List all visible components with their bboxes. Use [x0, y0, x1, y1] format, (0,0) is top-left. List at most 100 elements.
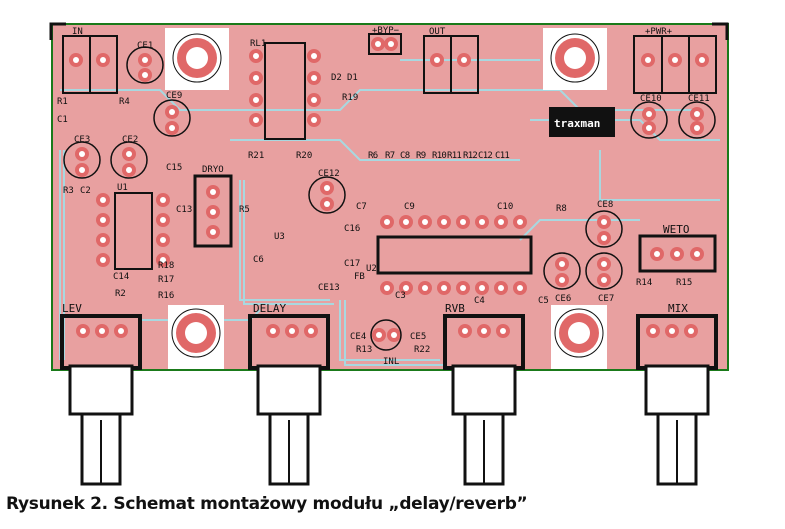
pads: [69, 37, 709, 342]
label-mix: MIX: [668, 302, 688, 315]
label-delay: DELAY: [253, 302, 286, 315]
pad-hole: [253, 117, 259, 123]
label-c2: C2: [80, 186, 91, 196]
pad-hole: [100, 257, 106, 263]
label-r11: R11: [447, 151, 461, 161]
label-c16: C16: [344, 224, 360, 234]
label-u2: U2: [366, 264, 377, 274]
pad-hole: [376, 332, 382, 338]
pad-hole: [688, 328, 694, 334]
pad-hole: [498, 285, 504, 291]
electrolytic-capacitors: [63, 46, 716, 351]
pot-lev-bushing: [68, 364, 134, 416]
label-c7: C7: [356, 202, 367, 212]
connector-outlines: [62, 33, 717, 275]
figure-caption: Rysunek 2. Schemat montażowy modułu „del…: [6, 494, 528, 514]
pad-hole: [126, 151, 132, 157]
label-u3: U3: [274, 232, 285, 242]
pad-hole: [308, 328, 314, 334]
pad-hole: [559, 277, 565, 283]
pad-hole: [270, 328, 276, 334]
label-c12: C12: [478, 151, 492, 161]
pad-hole: [142, 72, 148, 78]
label-ce11: CE11: [688, 94, 710, 104]
pad-hole: [391, 332, 397, 338]
label-c14: C14: [113, 272, 129, 282]
label-rl1: RL1: [250, 39, 266, 49]
label-r2: R2: [115, 289, 126, 299]
label-rvb: RVB: [445, 302, 465, 315]
potentiometers: [60, 314, 718, 486]
pad-hole: [289, 328, 295, 334]
label-ce9: CE9: [166, 91, 182, 101]
label-r14: R14: [636, 278, 652, 288]
label-ce7: CE7: [598, 294, 614, 304]
pot-delay-bushing: [256, 364, 322, 416]
label-r20: R20: [296, 151, 312, 161]
pad-hole: [500, 328, 506, 334]
pad-hole: [142, 57, 148, 63]
pcb-board: [51, 23, 729, 371]
label-weto: WETO: [663, 223, 690, 236]
label-u1: U1: [117, 183, 128, 193]
label-ce3: CE3: [74, 135, 90, 145]
pad-hole: [479, 219, 485, 225]
pad-hole: [100, 237, 106, 243]
pad-hole: [79, 167, 85, 173]
label-ce10: CE10: [640, 94, 662, 104]
pad-hole: [384, 219, 390, 225]
label-ce4: CE4: [350, 332, 366, 342]
pad-hole: [375, 41, 381, 47]
pad-hole: [388, 41, 394, 47]
label-lev: LEV: [62, 302, 82, 315]
label-r3: R3: [63, 186, 74, 196]
label-dryo: DRYO: [202, 165, 224, 175]
pad-hole: [674, 251, 680, 257]
pad-hole: [311, 97, 317, 103]
label-r16: R16: [158, 291, 174, 301]
traxman-logo: traxman: [549, 107, 615, 137]
label-r10: R10: [432, 151, 446, 161]
label-r22: R22: [414, 345, 430, 355]
corner-mark: [49, 22, 66, 40]
pad-hole: [654, 251, 660, 257]
pad-hole: [79, 151, 85, 157]
pad-hole: [498, 219, 504, 225]
label-c6: C6: [253, 255, 264, 265]
label-r1: R1: [57, 97, 68, 107]
label-r15: R15: [676, 278, 692, 288]
pad-hole: [160, 217, 166, 223]
label-in: IN: [72, 27, 83, 37]
label-r6: R6: [368, 151, 378, 161]
pad-hole: [559, 261, 565, 267]
pad-hole: [253, 75, 259, 81]
pad-hole: [601, 235, 607, 241]
pad-hole: [100, 217, 106, 223]
pad-hole: [253, 53, 259, 59]
pad-hole: [311, 75, 317, 81]
pad-hole: [694, 125, 700, 131]
label-c15: C15: [166, 163, 182, 173]
pad-hole: [100, 57, 106, 63]
pad-hole: [422, 219, 428, 225]
label-ce1: CE1: [137, 41, 153, 51]
pad-hole: [324, 201, 330, 207]
pad-hole: [479, 285, 485, 291]
pad-hole: [311, 117, 317, 123]
pad-hole: [118, 328, 124, 334]
pad-hole: [100, 197, 106, 203]
label-ce12: CE12: [318, 169, 340, 179]
pad-hole: [460, 285, 466, 291]
label-r21: R21: [248, 151, 264, 161]
corner-mark: [712, 22, 729, 40]
pad-hole: [461, 57, 467, 63]
pad-hole: [460, 219, 466, 225]
pad-hole: [601, 219, 607, 225]
pad-hole: [694, 251, 700, 257]
pad-hole: [699, 57, 705, 63]
pad-hole: [160, 197, 166, 203]
label-r12: R12: [463, 151, 477, 161]
pad-hole: [160, 257, 166, 263]
